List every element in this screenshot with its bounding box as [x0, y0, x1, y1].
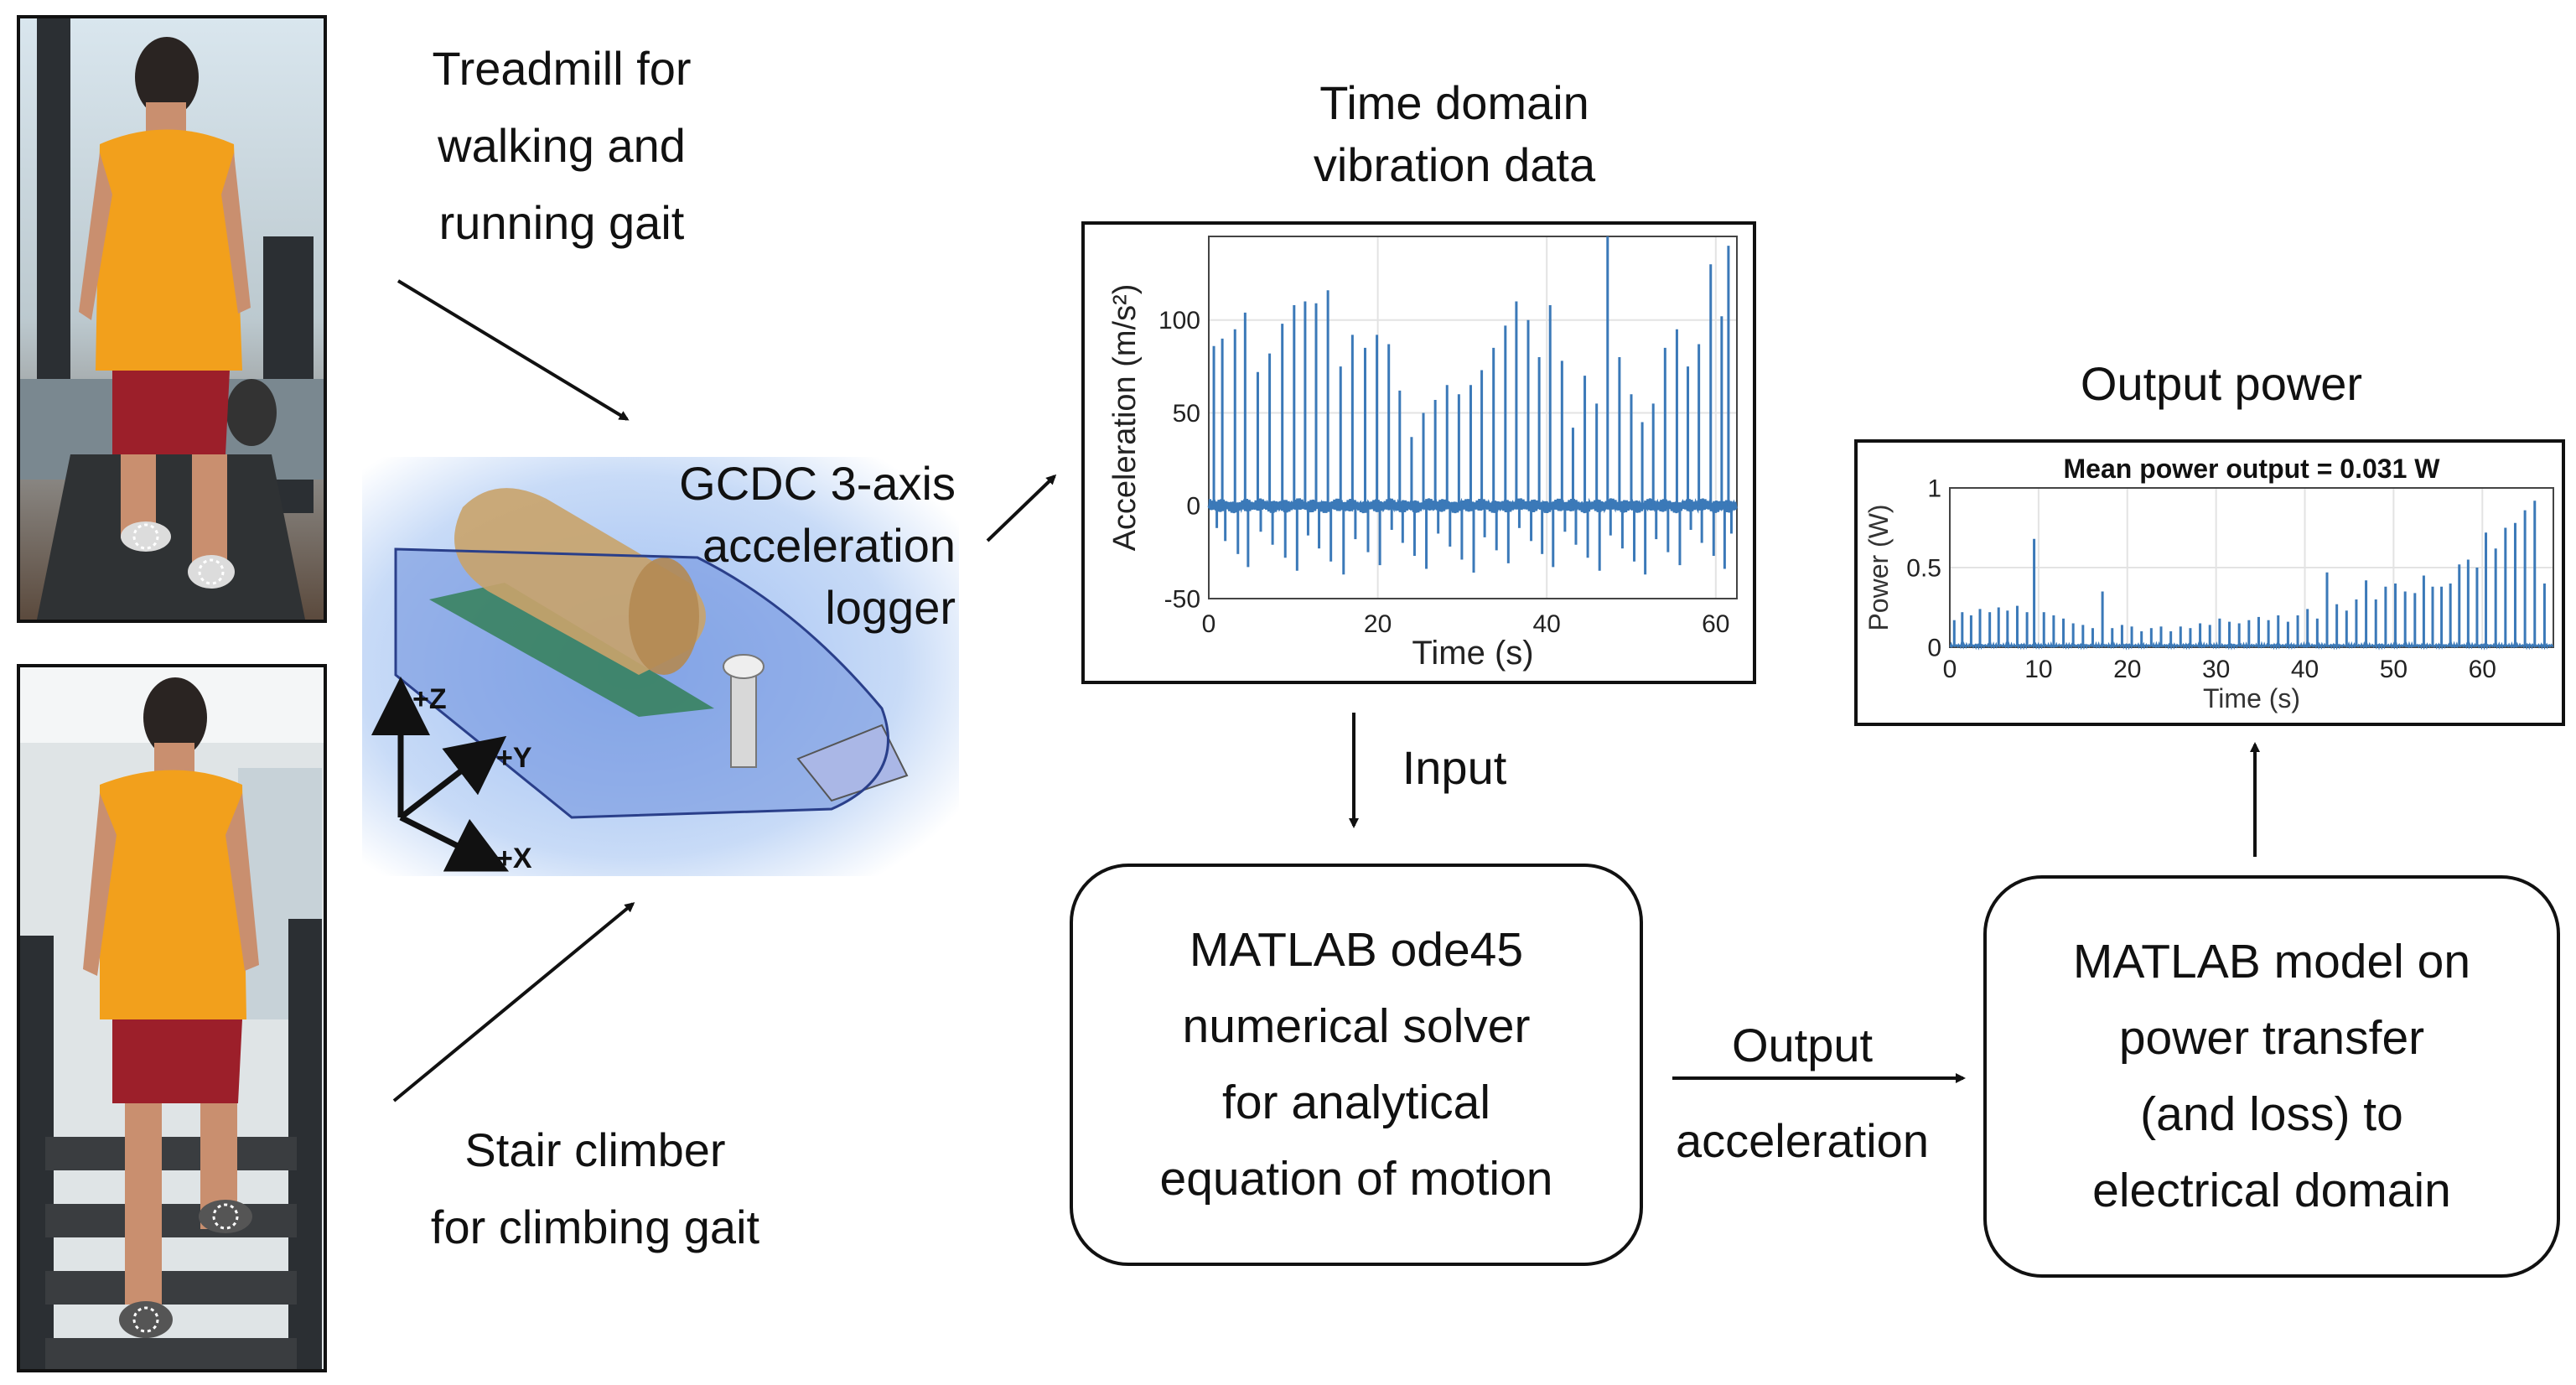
- acceleration-y-axis-label: Acceleration (m/s²): [1107, 284, 1143, 552]
- x-tick-label: 0: [1202, 610, 1216, 638]
- x-tick-label: 50: [2380, 656, 2408, 683]
- y-tick-label: -50: [1164, 586, 1200, 614]
- ode45-solver-box: MATLAB ode45 numerical solver for analyt…: [1070, 864, 1643, 1266]
- treadmill-photo: [17, 15, 327, 623]
- logger-label: GCDC 3-axis acceleration logger: [679, 457, 956, 634]
- power-chart: 0 10 20 30 40 50 60 0 0.5 1 Mean power output = 0…: [1854, 439, 2565, 726]
- logger-to-chart-arrow: [986, 474, 1057, 542]
- ode45-solver-text: MATLAB ode45 numerical solver for analyt…: [1159, 923, 1553, 1206]
- time-domain-label: Time domain vibration data: [1313, 76, 1596, 191]
- stair-climber-label: Stair climber for climbing gait: [430, 1123, 760, 1253]
- x-tick-label: 30: [2202, 656, 2230, 683]
- x-tick-label: 0: [1943, 656, 1957, 683]
- axis-x-label: +X: [496, 843, 532, 874]
- y-tick-label: 1: [1927, 475, 1941, 503]
- y-tick-label: 0: [1927, 635, 1941, 662]
- power-plot: 0 10 20 30 40 50 60 0 0.5 1 Mean power output = 0…: [1863, 454, 2554, 713]
- acceleration-logger-image: +Z +Y +X: [362, 457, 959, 876]
- y-tick-label: 0.5: [1906, 555, 1941, 583]
- axis-y-label: +Y: [496, 742, 532, 774]
- x-tick-label: 40: [2291, 656, 2319, 683]
- output-acceleration-label: Output acceleration: [1676, 1019, 1929, 1167]
- x-tick-label: 20: [2113, 656, 2141, 683]
- treadmill-to-logger-arrow: [397, 279, 630, 421]
- logger-device-illustration: +Z +Y +X: [362, 457, 959, 876]
- power-model-box: MATLAB model on power transfer (and loss…: [1983, 875, 2560, 1278]
- power-baseline-noise: [1949, 641, 2553, 651]
- treadmill-label: Treadmill for walking and running gait: [432, 42, 692, 249]
- power-y-axis-label: Power (W): [1863, 504, 1894, 630]
- y-tick-label: 50: [1173, 400, 1200, 428]
- stair-climber-illustration: [20, 667, 324, 1369]
- y-tick-label: 100: [1158, 307, 1200, 335]
- axis-z-label: +Z: [412, 683, 447, 715]
- power-x-axis-label: Time (s): [2203, 683, 2300, 713]
- x-tick-label: 20: [1364, 610, 1392, 638]
- treadmill-illustration: [20, 18, 324, 620]
- stair-to-logger-arrow: [392, 902, 635, 1102]
- power-model-text: MATLAB model on power transfer (and loss…: [2072, 935, 2471, 1217]
- power-chart-title: Mean power output = 0.031 W: [2064, 454, 2441, 484]
- x-tick-label: 60: [2469, 656, 2496, 683]
- x-tick-label: 10: [2024, 656, 2052, 683]
- output-power-label: Output power: [2080, 357, 2363, 410]
- acceleration-x-axis-label: Time (s): [1412, 635, 1533, 672]
- x-tick-label: 60: [1702, 610, 1729, 638]
- input-label: Input: [1402, 741, 1507, 794]
- y-tick-label: 0: [1186, 493, 1200, 521]
- x-tick-label: 40: [1533, 610, 1561, 638]
- stair-climber-photo: [17, 664, 327, 1372]
